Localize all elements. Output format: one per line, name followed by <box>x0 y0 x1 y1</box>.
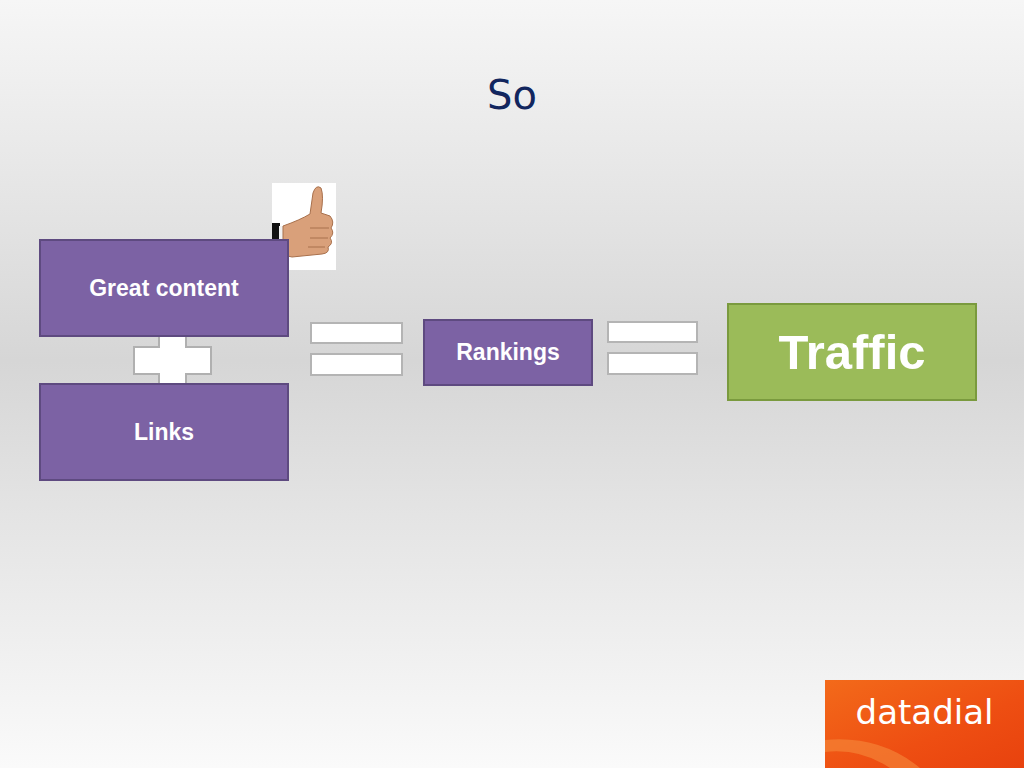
equals-symbol <box>608 322 697 374</box>
concept-box: Great content <box>39 239 289 337</box>
box-text-group: Links <box>134 419 194 446</box>
concept-box: Links <box>39 383 289 481</box>
box-label: Links <box>134 419 194 446</box>
logo-badge <box>825 680 1024 768</box>
box-text-group: Traffic <box>778 324 925 380</box>
result-box: Traffic <box>727 303 977 401</box>
box-label: Great content <box>89 275 239 302</box>
diagram-title: So <box>0 72 1024 118</box>
box-text-group: Great content <box>89 275 239 302</box>
concept-box: Rankings <box>423 319 593 386</box>
equals-symbol <box>311 323 402 375</box>
box-label: Rankings <box>456 339 560 366</box>
box-text-group: Rankings <box>456 339 560 366</box>
logo-text: datadial <box>825 692 1024 732</box>
box-label: Traffic <box>778 324 925 380</box>
